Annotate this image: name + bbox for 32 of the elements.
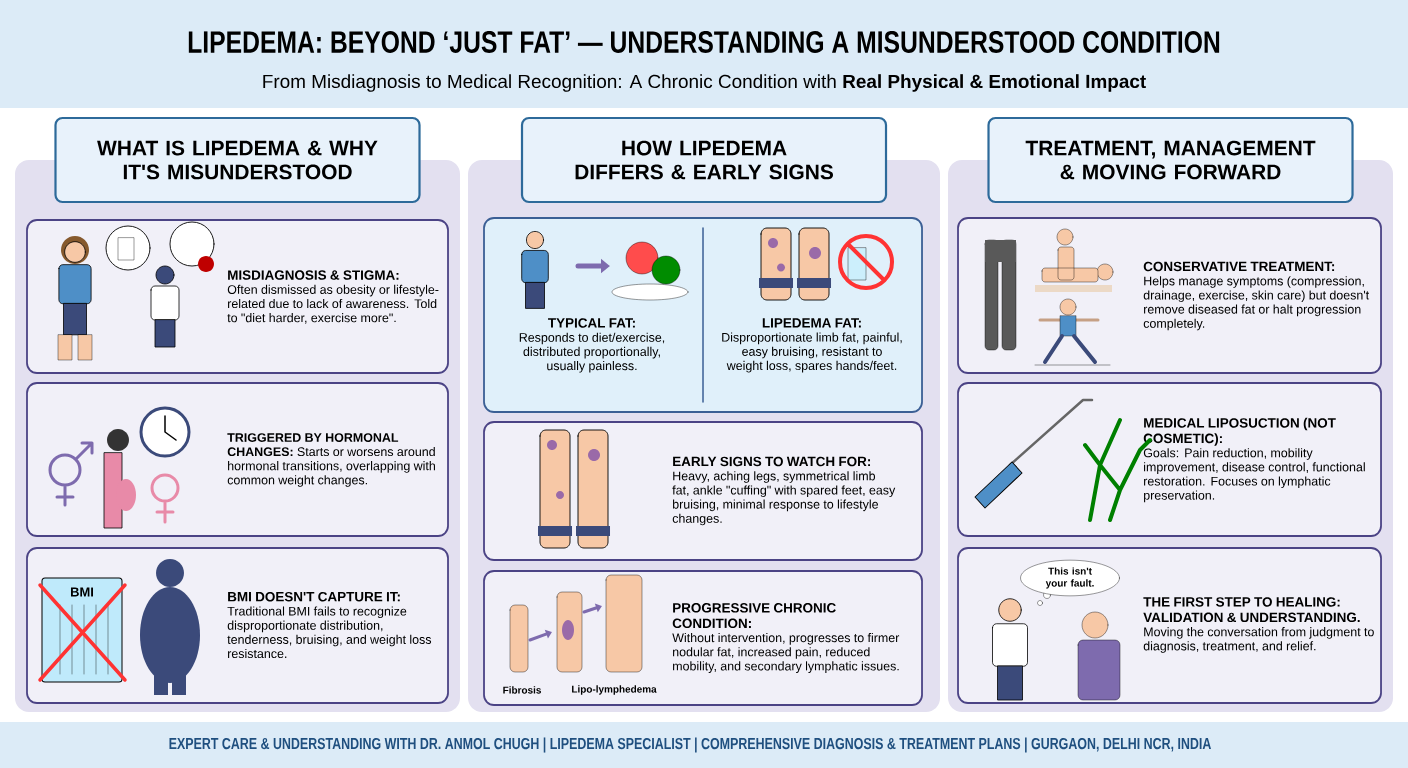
heading-box: HOW LIPEDEMA DIFFERS & EARLY SIGNS	[520, 116, 888, 204]
chart-label: BMI	[71, 587, 93, 597]
card-heading: TYPICAL FAT:	[548, 318, 635, 328]
heading-box: WHAT IS LIPEDEMA & WHY IT'S MISUNDERSTOOD	[54, 116, 421, 204]
heading-box: TREATMENT, MANAGEMENT & MOVING FORWARD	[987, 116, 1354, 204]
card-text: Moving the conversation from judgment to diagnosis, treatment, and relief.	[1143, 627, 1374, 653]
stage-label: Lipo-lymphedema	[572, 685, 657, 695]
card-heading: MISDIAGNOSIS & STIGMA:	[228, 270, 399, 280]
thought-bubble: This isn't your fault.	[1020, 559, 1120, 597]
card-heading: CONSERVATIVE TREATMENT:	[1143, 261, 1335, 272]
card-heading: THE FIRST STEP TO HEALING: VALIDATION & UNDERSTANDING.	[1143, 597, 1360, 623]
card-heading: BMI DOESN'T CAPTURE IT:	[228, 591, 400, 602]
card-text: Responds to diet/exercise, distributed proportionally, usually painless.	[519, 332, 665, 373]
card-text: Disproportionate limb fat, painful, easy bruising, resistant to weight loss, spares hands/feet.	[722, 332, 902, 373]
card-text: Helps manage symptoms (compression, drainage, exercise, skin care) but doesn't remove diseased fat or halt progression completely.	[1143, 276, 1370, 331]
card-heading: EARLY SIGNS TO WATCH FOR:	[673, 456, 870, 467]
footer-text: EXPERT CARE & UNDERSTANDING WITH DR. ANMOL CHUGH | LIPEDEMA SPECIALIST | COMPREHENSIVE DIAGNOSIS & TREATMENT PLANS | GURGAON, DELHI NCR, INDIA	[169, 737, 1211, 753]
card-heading: MEDICAL LIPOSUCTION (NOT COSMETIC):	[1143, 417, 1336, 446]
info-card	[957, 217, 1382, 374]
card-text: Traditional BMI fails to recognize disproportionate distribution, tenderness, bruising, and weight loss resistance.	[227, 606, 432, 659]
title: LIPEDEMA: BEYOND ‘JUST FAT’ — UNDERSTANDING A MISUNDERSTOOD CONDITION	[188, 31, 1220, 53]
card-text: Heavy, aching legs, symmetrical limb fat, ankle "cuffing" with spared feet, easy bruising, minimal response to lifestyle changes.	[672, 471, 896, 526]
card-text: Without intervention, progresses to firmer nodular fat, increased pain, reduced mobility, and secondary lymphatic issues.	[672, 633, 900, 673]
info-card	[957, 382, 1382, 537]
card-heading: LIPEDEMA FAT:	[762, 318, 861, 328]
stage-label: Fibrosis	[503, 686, 541, 694]
card-text: Goals: Pain reduction, mobility improvement, disease control, functional restoration. Focuses on lymphatic preservation.	[1143, 448, 1365, 503]
subtitle: From Misdiagnosis to Medical Recognition: A Chronic Condition with Real Physical & Emotional Impact	[263, 74, 1146, 92]
info-card	[26, 382, 449, 537]
card-text: Often dismissed as obesity or lifestyle-related due to lack of awareness. Told to "diet harder, exercise more".	[227, 284, 439, 324]
card-text: TRIGGERED BY HORMONAL CHANGES: Starts or worsens around hormonal transitions, overlapping with common weight changes.	[227, 433, 435, 487]
card-heading: PROGRESSIVE CHRONIC CONDITION:	[672, 603, 836, 629]
